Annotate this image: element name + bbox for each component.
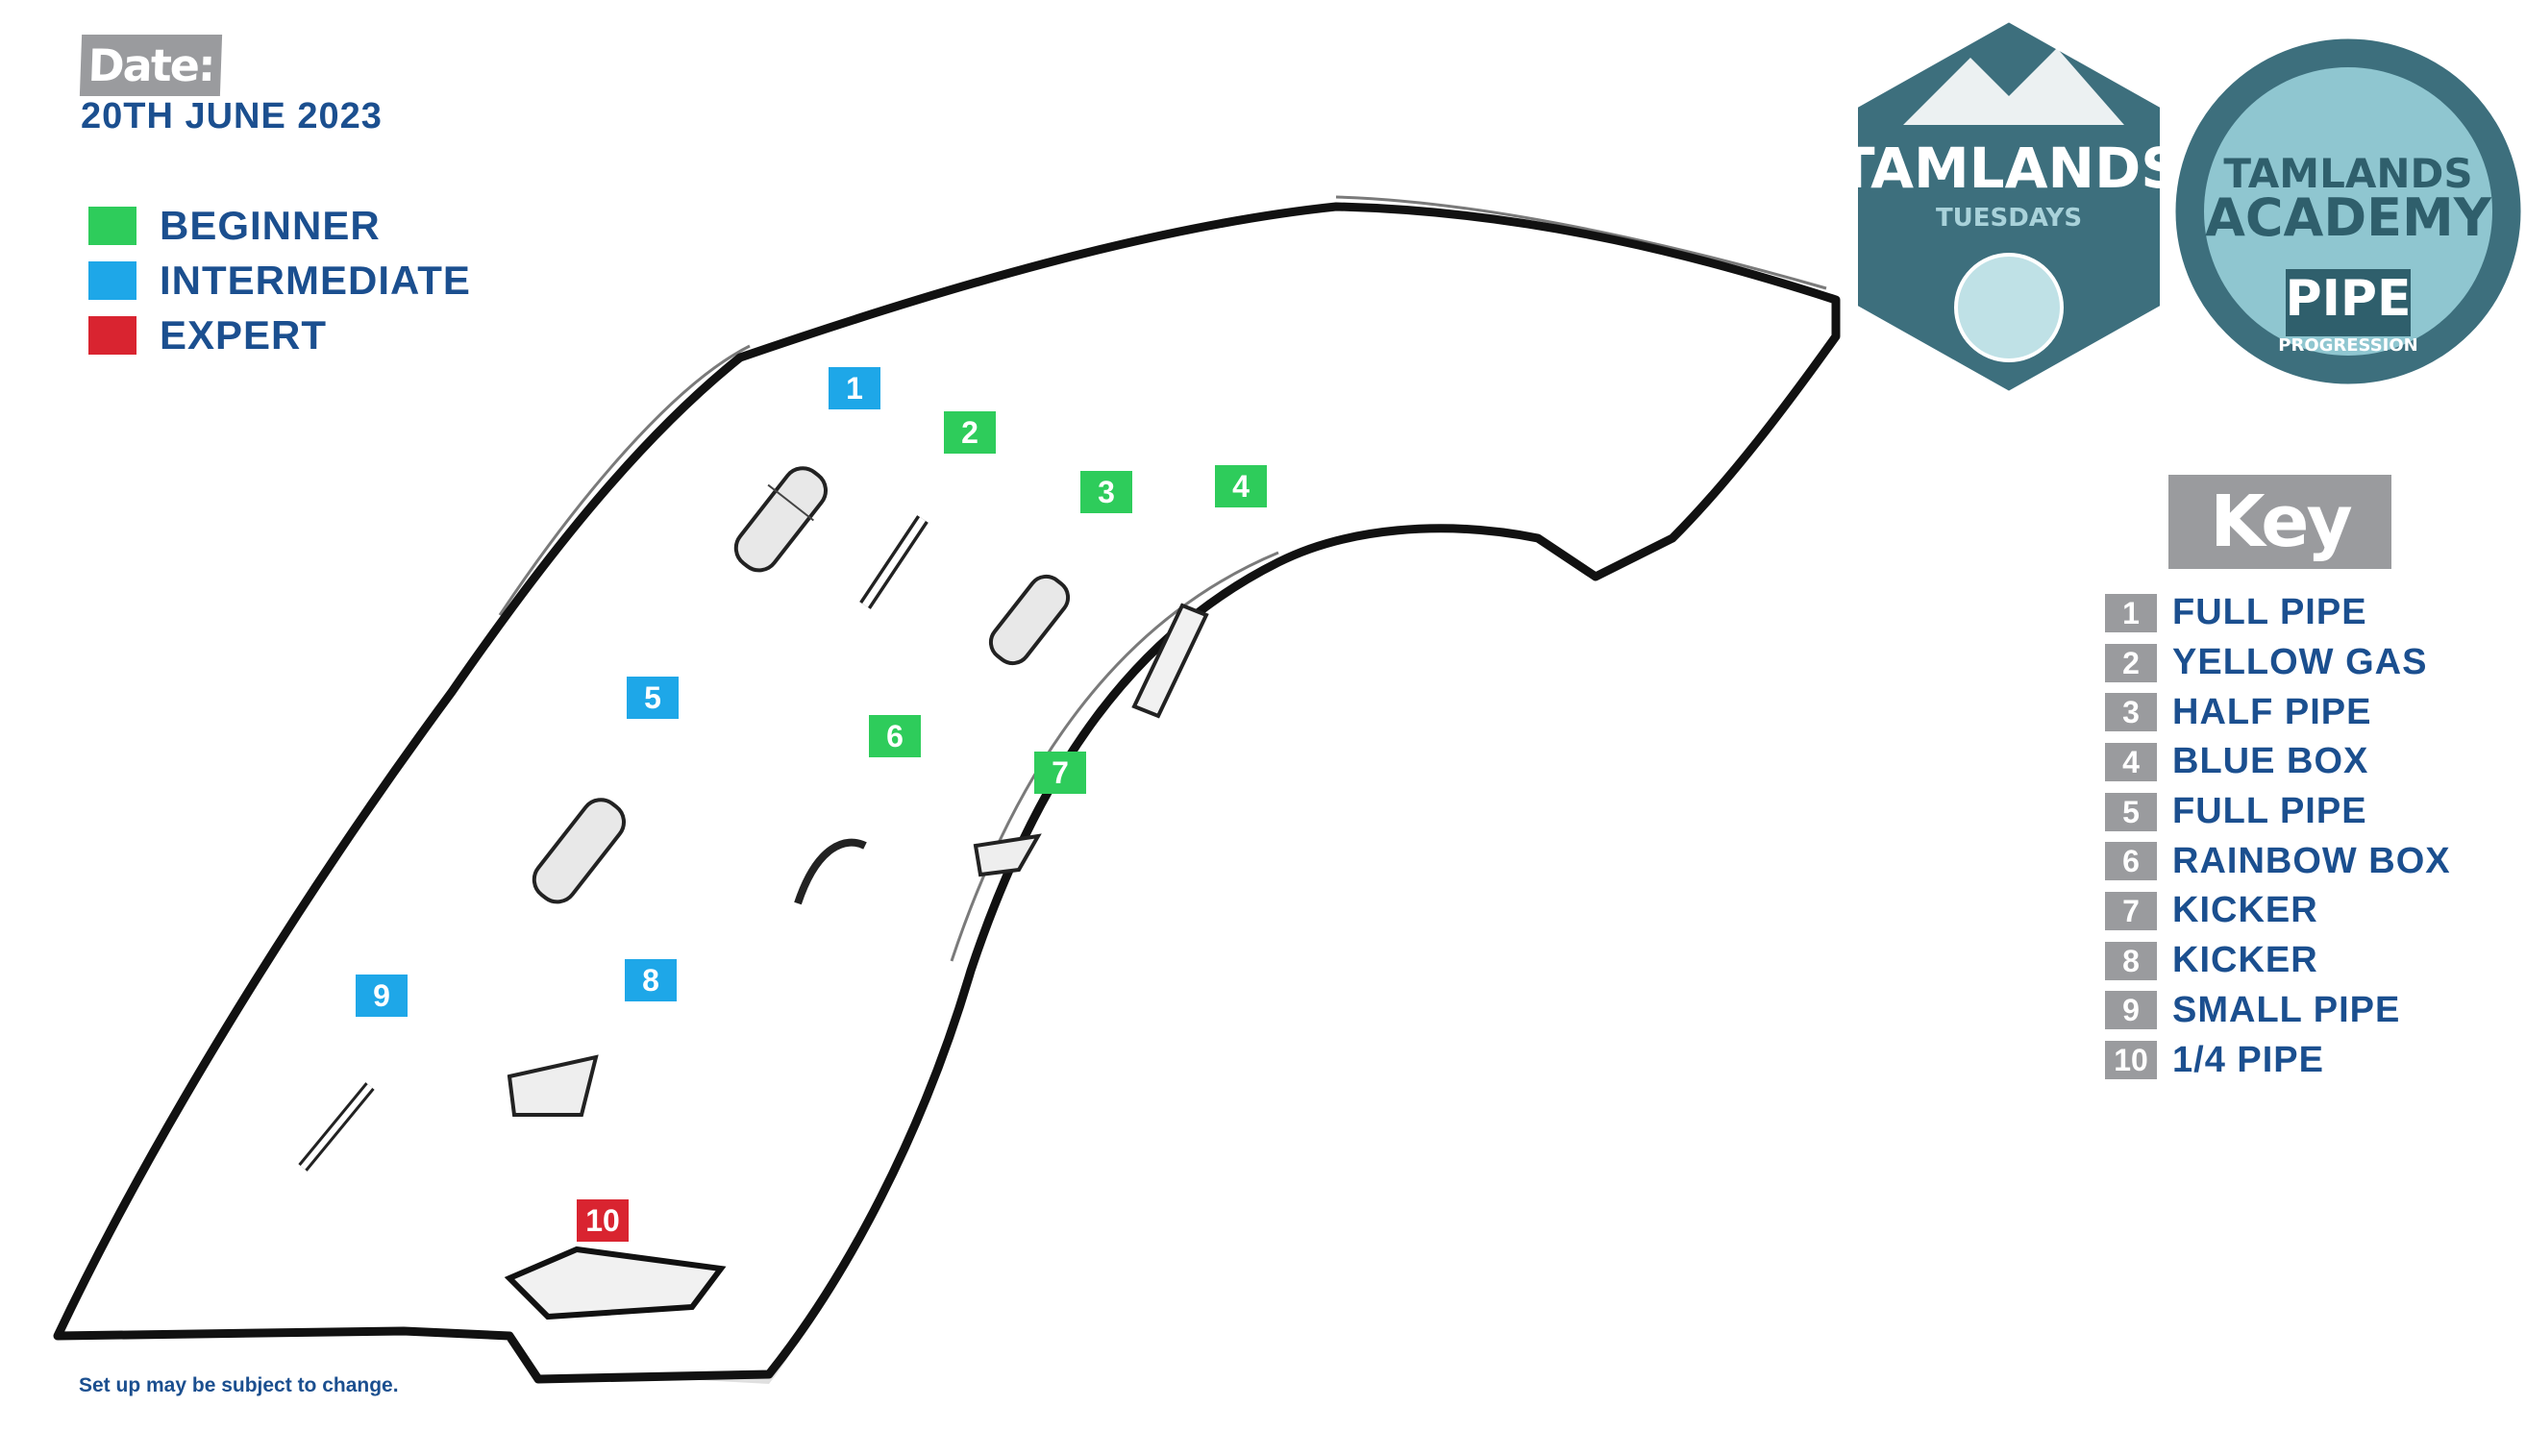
legend-label: EXPERT — [160, 311, 328, 358]
footnote: Set up may be subject to change. — [79, 1374, 399, 1396]
marker-9[interactable]: 9 — [356, 975, 408, 1017]
key-item: 4 BLUE BOX — [2105, 737, 2451, 787]
marker-8[interactable]: 8 — [625, 959, 677, 1001]
key-number: 7 — [2105, 891, 2157, 930]
legend-item-intermediate: INTERMEDIATE — [88, 253, 471, 308]
marker-5[interactable]: 5 — [627, 677, 679, 719]
marker-7[interactable]: 7 — [1034, 752, 1086, 794]
marker-3[interactable]: 3 — [1080, 471, 1132, 513]
svg-text:ACADEMY: ACADEMY — [2205, 187, 2492, 248]
key-number: 2 — [2105, 643, 2157, 682]
key-number: 9 — [2105, 991, 2157, 1030]
legend-item-expert: EXPERT — [88, 308, 471, 362]
key-item: 9 SMALL PIPE — [2105, 986, 2451, 1036]
date-value: 20TH JUNE 2023 — [81, 96, 383, 136]
marker-1[interactable]: 1 — [829, 367, 880, 409]
legend-label: BEGINNER — [160, 202, 381, 248]
legend-item-beginner: BEGINNER — [88, 198, 471, 253]
feature-10-quarter-pipe — [504, 1246, 727, 1320]
marker-4[interactable]: 4 — [1215, 465, 1267, 507]
feature-3-half-pipe — [988, 574, 1071, 666]
key-number: 3 — [2105, 693, 2157, 732]
svg-text:TUESDAYS: TUESDAYS — [1936, 204, 2082, 233]
feature-1-full-pipe — [733, 466, 828, 573]
svg-text:TAMLANDS: TAMLANDS — [2223, 150, 2472, 197]
legend-swatch — [88, 206, 136, 245]
key-item: 10 1/4 PIPE — [2105, 1035, 2451, 1085]
key-label: KICKER — [2172, 940, 2318, 981]
legend-swatch — [88, 260, 136, 300]
key-number: 4 — [2105, 742, 2157, 781]
slope-outline — [53, 202, 1841, 1384]
marker-2[interactable]: 2 — [944, 411, 996, 454]
svg-text:TAMLANDS: TAMLANDS — [1845, 136, 2172, 201]
key-label: KICKER — [2172, 890, 2318, 931]
svg-text:PIPE: PIPE — [2285, 270, 2411, 328]
key-label: SMALL PIPE — [2172, 989, 2401, 1030]
key-item: 2 YELLOW GAS — [2105, 638, 2451, 688]
feature-2-yellow-gas — [859, 515, 929, 609]
key-item: 3 HALF PIPE — [2105, 687, 2451, 737]
key-number: 5 — [2105, 792, 2157, 831]
key-label: FULL PIPE — [2172, 791, 2367, 832]
feature-7-kicker — [973, 833, 1042, 877]
feature-8-kicker — [507, 1054, 599, 1117]
legend-swatch — [88, 315, 136, 355]
tamlands-academy-logo: TAMLANDS ACADEMY PIPE PROGRESSION — [2170, 34, 2526, 389]
key-label: 1/4 PIPE — [2172, 1039, 2324, 1080]
feature-6-rainbow-box — [794, 838, 867, 905]
key-label: HALF PIPE — [2172, 691, 2372, 732]
feature-9-small-pipe — [298, 1082, 375, 1172]
key-item: 1 FULL PIPE — [2105, 588, 2451, 638]
legend-label: INTERMEDIATE — [160, 257, 471, 303]
feature-5-full-pipe — [532, 798, 626, 904]
key-label: RAINBOW BOX — [2172, 840, 2451, 881]
key-item: 7 KICKER — [2105, 886, 2451, 936]
key-title: Key — [2168, 475, 2391, 569]
difficulty-legend: BEGINNER INTERMEDIATE EXPERT — [88, 198, 471, 362]
slope-edge-strokes — [498, 195, 1827, 962]
marker-6[interactable]: 6 — [869, 715, 921, 757]
key-number: 10 — [2105, 1041, 2157, 1080]
key-label: BLUE BOX — [2172, 741, 2369, 782]
key-number: 6 — [2105, 842, 2157, 881]
key-label: YELLOW GAS — [2172, 642, 2428, 683]
key-label: FULL PIPE — [2172, 592, 2367, 633]
key-number: 8 — [2105, 941, 2157, 980]
key-item: 5 FULL PIPE — [2105, 787, 2451, 837]
date-label: Date: — [79, 35, 223, 96]
marker-10[interactable]: 10 — [577, 1199, 629, 1242]
key-item: 6 RAINBOW BOX — [2105, 836, 2451, 886]
key-item: 8 KICKER — [2105, 936, 2451, 986]
svg-text:PROGRESSION: PROGRESSION — [2278, 335, 2417, 356]
key-number: 1 — [2105, 593, 2157, 632]
feature-4-blue-box — [1131, 603, 1209, 719]
tamlands-tuesdays-logo: TAMLANDS TUESDAYS — [1845, 19, 2172, 398]
